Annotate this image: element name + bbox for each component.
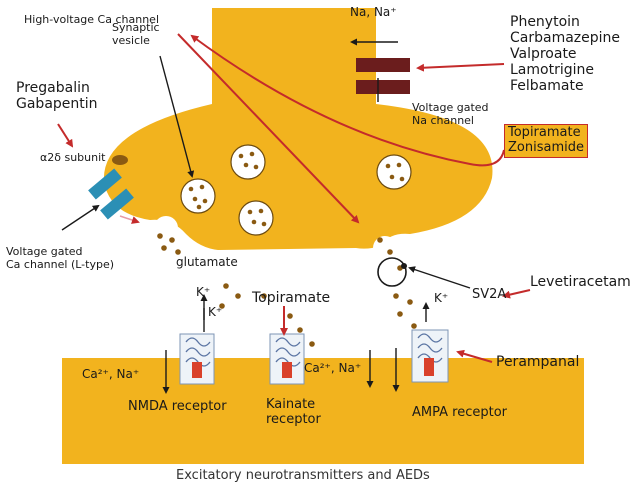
- label-kainate-receptor: Kainate receptor: [266, 397, 321, 427]
- na-channel-lower: [356, 80, 410, 94]
- release-site-right: [373, 236, 397, 260]
- label-pregabalin: Pregabalin: [16, 80, 90, 96]
- presynaptic-terminal: [103, 8, 493, 250]
- label-gabapentin: Gabapentin: [16, 96, 98, 113]
- label-ca-na-1: Ca²⁺, Na⁺: [82, 367, 140, 381]
- label-k-plus-3: K⁺: [434, 291, 449, 305]
- postsynaptic-membrane: [62, 358, 584, 464]
- label-k-plus-1: K⁺: [196, 285, 211, 299]
- nmda-receptor-icon: [179, 333, 215, 385]
- label-vg-ca-channel: Voltage gated Ca channel (L-type): [6, 245, 115, 271]
- label-levetiracetam: Levetiracetam: [530, 274, 631, 290]
- vesicle-2: [230, 144, 266, 180]
- drug-valproate: Valproate: [510, 46, 577, 63]
- label-nmda-receptor: NMDA receptor: [128, 399, 227, 414]
- label-k-plus-2: K⁺: [208, 305, 223, 319]
- label-glutamate: glutamate: [176, 255, 238, 269]
- figure-caption: Excitatory neurotransmitters and AEDs: [176, 468, 430, 483]
- label-vg-na-channel: Voltage gated Na channel: [412, 101, 489, 127]
- label-ca-na-2: Ca²⁺, Na⁺: [304, 361, 362, 375]
- label-topiramate-mid: Topiramate: [252, 290, 331, 306]
- label-high-voltage-ca: High-voltage Ca channel: [24, 13, 159, 26]
- label-pregabalin-gabapentin: Pregabalin Gabapentin: [16, 80, 98, 112]
- drug-lamotrigine: Lamotrigine: [510, 62, 594, 79]
- drug-phenytoin: Phenytoin: [510, 14, 580, 30]
- vesicle-3: [238, 200, 274, 236]
- label-sv2a: SV2A: [472, 287, 507, 302]
- ampa-receptor-icon: [411, 329, 449, 383]
- label-ampa-receptor: AMPA receptor: [412, 405, 507, 420]
- vesicle-4: [376, 154, 412, 190]
- label-perampanel: Perampanal: [496, 354, 580, 370]
- na-channel-upper: [356, 58, 410, 72]
- sv2a-icon: [377, 257, 407, 287]
- label-na-drugs: Phenytoin Carbamazepine Valproate Lamotr…: [510, 14, 620, 94]
- label-na-top: Na, Na⁺: [350, 5, 397, 19]
- black-arrows: [61, 38, 471, 394]
- label-synaptic-vesicle: Synaptic vesicle: [112, 21, 160, 47]
- label-topiramate-zonisamide-box: Topiramate Zonisamide: [504, 124, 588, 158]
- a2d-subunit-icon: [112, 155, 128, 165]
- ca-channel-icon: [88, 168, 134, 220]
- red-arrows: [57, 33, 531, 363]
- drug-felbamate: Felbamate: [510, 78, 584, 95]
- label-a2d-subunit: α2δ subunit: [40, 151, 106, 164]
- vesicle-contents: [188, 151, 405, 227]
- drug-carbamazepine: Carbamazepine: [510, 30, 621, 47]
- glutamate-dots: [157, 233, 417, 347]
- kainate-receptor-icon: [269, 333, 305, 385]
